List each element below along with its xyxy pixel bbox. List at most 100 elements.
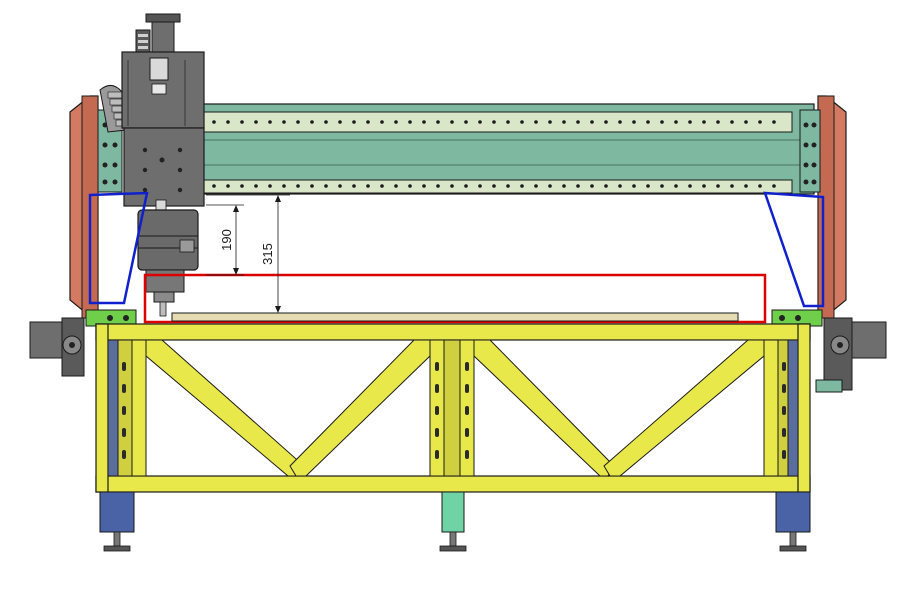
bolt — [324, 120, 328, 124]
bolt — [422, 184, 426, 188]
bolt — [730, 120, 734, 124]
bolt — [240, 120, 244, 124]
left-drive-motor — [29, 317, 85, 377]
frame-slot — [782, 450, 786, 459]
bolt — [380, 184, 384, 188]
bolt — [618, 120, 622, 124]
bolt — [506, 120, 510, 124]
bolt — [324, 184, 328, 188]
frame-slot — [435, 428, 439, 437]
frame-slot — [465, 406, 469, 415]
bolt — [380, 120, 384, 124]
bolt — [254, 184, 258, 188]
left-foot — [99, 491, 135, 552]
bolt — [632, 120, 636, 124]
bolt — [660, 184, 664, 188]
bolt — [618, 184, 622, 188]
bolt — [282, 184, 286, 188]
bolt — [506, 184, 510, 188]
frame-slot — [435, 450, 439, 459]
bolt — [660, 120, 664, 124]
frame-slot — [782, 428, 786, 437]
gantry-beam — [187, 103, 815, 195]
bolt — [758, 120, 762, 124]
frame-slot — [122, 450, 126, 459]
bolt — [702, 120, 706, 124]
bolt — [366, 120, 370, 124]
bolt — [772, 120, 776, 124]
bolt — [646, 184, 650, 188]
frame-slot — [465, 384, 469, 393]
frame-slot — [122, 406, 126, 415]
frame-slot — [435, 362, 439, 371]
bolt — [744, 120, 748, 124]
bolt — [590, 120, 594, 124]
bolt — [576, 120, 580, 124]
frame-slot — [782, 362, 786, 371]
frame-slot — [435, 406, 439, 415]
bolt — [254, 120, 258, 124]
frame-slot — [782, 384, 786, 393]
chain-link — [107, 91, 123, 99]
bolt — [674, 184, 678, 188]
spindle-motor — [137, 209, 199, 317]
bolt — [548, 120, 552, 124]
bolt — [352, 120, 356, 124]
bolt — [590, 184, 594, 188]
table-board — [171, 312, 739, 322]
frame-slot — [435, 384, 439, 393]
bolt — [716, 120, 720, 124]
bolt — [604, 120, 608, 124]
bolt — [492, 120, 496, 124]
bolt — [562, 120, 566, 124]
bolt — [352, 184, 356, 188]
bolt — [716, 184, 720, 188]
bolt — [310, 120, 314, 124]
bolt — [464, 184, 468, 188]
bolt — [758, 184, 762, 188]
bolt — [268, 184, 272, 188]
bolt — [282, 120, 286, 124]
frame-slot-marks — [122, 362, 786, 459]
bolt — [226, 120, 230, 124]
bolt — [450, 120, 454, 124]
rack-tooth — [138, 40, 148, 43]
dimension-315: 315 — [206, 194, 290, 313]
bolt — [212, 120, 216, 124]
bolt — [422, 120, 426, 124]
machine-base-frame — [95, 323, 811, 493]
bolt — [646, 120, 650, 124]
frame-slot — [782, 406, 786, 415]
bolt — [212, 184, 216, 188]
bolt — [464, 120, 468, 124]
bolt — [534, 120, 538, 124]
bolt — [520, 184, 524, 188]
bolt — [744, 184, 748, 188]
bolt — [632, 184, 636, 188]
z-axis-carriage — [121, 13, 205, 211]
bolt — [436, 184, 440, 188]
bolt — [548, 184, 552, 188]
frame-slot — [465, 450, 469, 459]
frame-slot — [465, 362, 469, 371]
dimension-190: 190 — [206, 204, 244, 276]
bolt — [604, 184, 608, 188]
rack-tooth — [138, 34, 148, 37]
dimension-315-label: 315 — [260, 243, 275, 265]
bolt — [772, 184, 776, 188]
bolt — [478, 120, 482, 124]
left-clearance-outline — [88, 191, 149, 305]
bolt — [394, 184, 398, 188]
left-mount-bracket — [85, 309, 137, 327]
right-drive-motor — [815, 317, 887, 393]
right-foot — [775, 491, 811, 552]
rail-bolts-top — [212, 120, 776, 124]
bolt — [478, 184, 482, 188]
bolt — [296, 184, 300, 188]
bolt — [450, 184, 454, 188]
bolt — [562, 184, 566, 188]
bolt — [436, 120, 440, 124]
bolt — [338, 184, 342, 188]
dimension-190-label: 190 — [219, 229, 234, 251]
